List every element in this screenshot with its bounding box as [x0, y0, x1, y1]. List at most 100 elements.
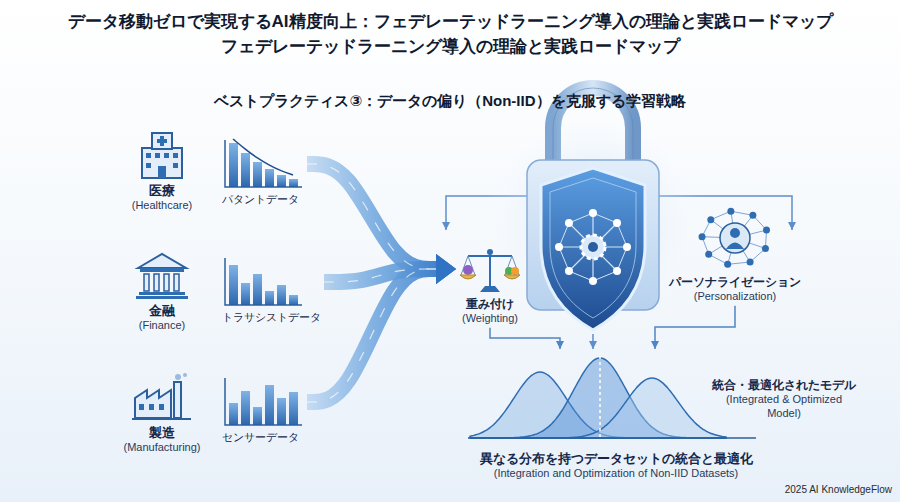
scale-beam: [468, 255, 512, 257]
node-label: 金融: [149, 303, 175, 319]
node-sublabel: (Healthcare): [132, 199, 193, 213]
factory-icon: [131, 372, 193, 422]
bar-chart: [222, 256, 304, 308]
base: [139, 292, 185, 295]
node-label: トラサシストデータ: [222, 311, 321, 325]
mean-line: [599, 356, 601, 438]
hospital-icon: [134, 130, 190, 180]
ground: [132, 418, 191, 420]
ribbon-highlight: [307, 269, 436, 402]
network-node: [747, 259, 754, 266]
node-label: 異なる分布を持つデータセットの統合と最適化: [480, 451, 753, 467]
sector-node: 医療(Healthcare): [132, 130, 193, 213]
bar: [241, 153, 250, 187]
bank-icon: [134, 250, 190, 300]
node-sublabel: (Integrated & Optimized Model): [714, 393, 854, 421]
network-node: [555, 243, 563, 251]
axis: [225, 258, 302, 305]
network-node: [727, 208, 734, 215]
scale-pan: [504, 275, 520, 279]
bar: [265, 169, 274, 187]
balance-scale-icon: [458, 244, 522, 294]
network-node: [699, 233, 706, 240]
node-label: パタントデータ: [222, 193, 299, 207]
column: [144, 274, 149, 291]
gear: [581, 235, 605, 259]
diagram-title: データ移動ゼロで実現するAI精度向上：フェデレーテッドラーニング導入の理論と実践…: [68, 12, 833, 32]
data-chart: トラサシストデータ: [222, 256, 321, 325]
network-node: [613, 219, 621, 227]
building-top: [152, 133, 172, 149]
axis: [225, 140, 302, 187]
distribution-curve: [470, 358, 726, 438]
network-node: [565, 267, 573, 275]
data-chart: センサーデータ: [222, 376, 304, 445]
network-node: [762, 245, 769, 252]
window: [146, 163, 151, 168]
scale-pan: [460, 275, 476, 279]
neural-network: [555, 209, 631, 285]
watermark: 2025 AI KnowledgeFlow: [785, 484, 892, 496]
trend-curve: [233, 139, 293, 175]
weight: [511, 267, 519, 275]
node-label: パーソナライゼーション: [669, 275, 801, 290]
ribbon-highlight: [307, 164, 436, 269]
person-badge: [720, 223, 750, 253]
strategy-node: パーソナライゼーション(Personalization): [669, 204, 801, 304]
bar: [277, 398, 286, 425]
axis: [468, 437, 756, 439]
node-sublabel: (Personalization): [694, 290, 777, 304]
node-label: 重み付け: [466, 297, 514, 312]
data-chart: パタントデータ: [222, 138, 304, 207]
data-flow-ribbon: [307, 164, 436, 269]
node-label: センサーデータ: [222, 431, 299, 445]
window: [146, 153, 151, 158]
column: [154, 274, 159, 291]
bar: [265, 291, 274, 305]
bar: [253, 407, 262, 425]
down-arrow: [592, 334, 594, 349]
network-node: [724, 261, 731, 268]
network-node: [705, 251, 712, 258]
smoke: [175, 374, 181, 380]
node-sublabel: (Finance): [139, 319, 185, 333]
glow: [483, 110, 703, 330]
bar: [277, 285, 286, 305]
subtitle: ベストプラクティス③：データの偏り（Non-IID）を克服する学習戦略: [214, 92, 685, 110]
window: [155, 153, 160, 158]
network-node: [707, 216, 714, 223]
chart-panel: 異なる分布を持つデータセットの統合と最適化(Integration and Op…: [466, 350, 766, 481]
strategy-node: 重み付け(Weighting): [458, 244, 522, 326]
network-node: [749, 212, 756, 219]
shield: [541, 168, 645, 330]
person-head: [730, 228, 740, 238]
factory-building: [135, 390, 171, 418]
window: [149, 404, 154, 410]
network-node: [589, 209, 597, 217]
window: [139, 404, 144, 410]
network-node: [613, 267, 621, 275]
pediment: [138, 254, 186, 268]
network-node: [565, 219, 573, 227]
network-node: [763, 227, 770, 234]
bar: [289, 179, 298, 187]
window: [173, 163, 178, 168]
shield-inner: [550, 178, 636, 318]
bar: [229, 143, 238, 187]
building: [142, 148, 182, 178]
node-label: 統合・最適化されたモデル: [712, 378, 856, 393]
data-flow-ribbon: [307, 269, 436, 402]
column: [164, 274, 169, 291]
door: [158, 166, 166, 178]
bar: [277, 175, 286, 187]
flow-arrow: [490, 328, 560, 349]
node-sublabel: (Manufacturing): [123, 441, 200, 455]
bar: [253, 162, 262, 187]
distribution-chart: [466, 350, 766, 445]
personalization-icon: [693, 204, 777, 272]
bar: [265, 385, 274, 425]
network-node: [623, 243, 631, 251]
sector-node: 製造(Manufacturing): [123, 372, 200, 455]
bar-chart: [222, 376, 304, 428]
model-label: 統合・最適化されたモデル(Integrated & Optimized Mode…: [712, 378, 856, 421]
